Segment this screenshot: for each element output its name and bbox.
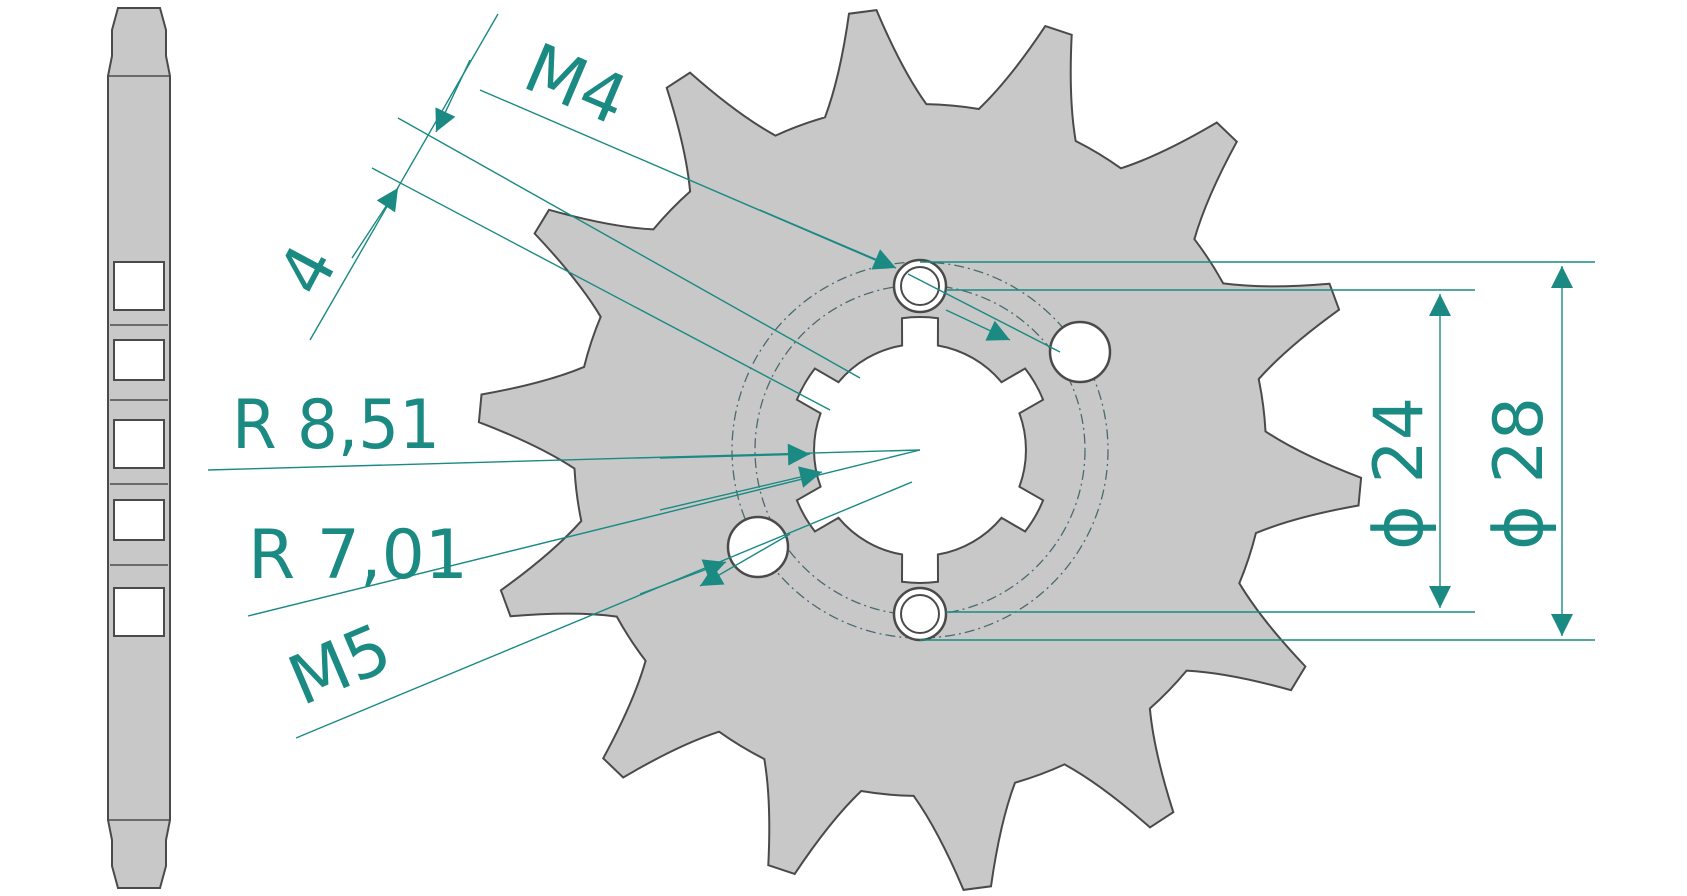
bolt-hole-m5-right <box>1048 320 1112 384</box>
bolt-circle-inner <box>754 284 1086 616</box>
dimension-lines <box>207 13 1595 739</box>
label-dia24: ϕ 24 <box>1360 397 1439 550</box>
side-profile-view <box>107 7 171 889</box>
thickness-arrow-bottom <box>351 187 399 259</box>
label-m4: M4 <box>513 29 638 142</box>
bolt-hole-m4-bottom <box>892 586 948 642</box>
side-slot-4 <box>113 499 165 541</box>
label-r-outer: R 8,51 <box>232 386 440 465</box>
r851-arrow <box>659 443 811 466</box>
bolt-hole-m5-left <box>726 515 790 579</box>
label-dia28: ϕ 28 <box>1480 397 1559 550</box>
side-slot-5 <box>113 587 165 637</box>
m4-hole-arrow <box>945 309 1011 341</box>
r701-arrow <box>659 466 823 511</box>
thickness-arrow-top <box>435 59 471 133</box>
side-slot-1 <box>113 261 165 311</box>
m5-arrow-2 <box>639 559 727 595</box>
label-thickness: 4 <box>263 233 353 308</box>
side-slot-2 <box>113 339 165 381</box>
bolt-hole-m4-top <box>892 258 948 314</box>
m4-leader <box>759 209 897 270</box>
label-m5: M5 <box>278 609 403 722</box>
side-slot-3 <box>113 419 165 469</box>
label-r-inner: R 7,01 <box>248 516 468 595</box>
sprocket-gear-body <box>477 9 1363 891</box>
